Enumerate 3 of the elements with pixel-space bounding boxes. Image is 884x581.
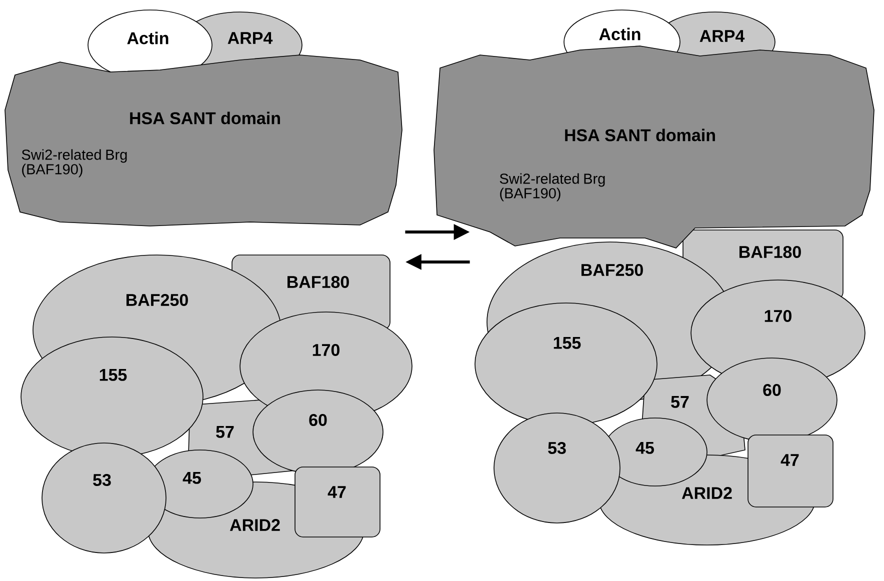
node-label: ARID2 [230,519,280,531]
subunit-box: 47 [294,466,380,538]
subunit-box: 47 [748,434,834,508]
